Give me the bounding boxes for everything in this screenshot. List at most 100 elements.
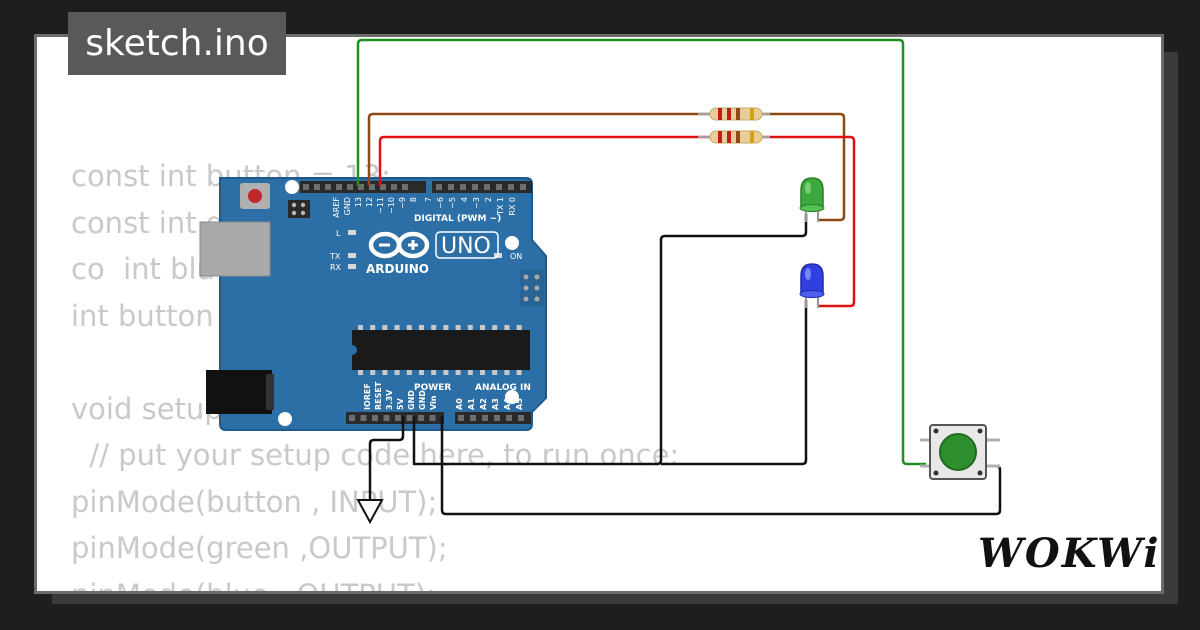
header-pin-hole[interactable] — [349, 415, 355, 421]
mount-hole-3 — [505, 390, 519, 404]
led-green[interactable] — [799, 177, 825, 222]
wire-red-pin11-to-resistor[interactable] — [378, 135, 710, 186]
digital-pin-label: 8 — [409, 197, 418, 202]
led-blue[interactable] — [799, 263, 825, 308]
header-pin-hole[interactable] — [347, 184, 353, 190]
power-analog-pin-label: 3.3V — [385, 389, 394, 410]
wire-black-blue-led-cathode[interactable] — [661, 300, 808, 466]
header-pin-hole[interactable] — [406, 415, 413, 421]
header-pin-hole[interactable] — [482, 415, 488, 421]
chip-pin — [358, 325, 363, 330]
header-pin-hole[interactable] — [460, 184, 466, 190]
header-pin-hole[interactable] — [520, 184, 526, 190]
chip-pin — [467, 370, 473, 375]
header-pin-hole[interactable] — [494, 415, 500, 421]
wire-red-resistor-to-blue-led[interactable] — [762, 135, 856, 308]
chip-pin — [382, 325, 388, 330]
chip-pin — [406, 325, 412, 330]
chip-pin — [492, 370, 498, 375]
header-pin-hole[interactable] — [325, 184, 331, 190]
header-pin-hole[interactable] — [508, 184, 514, 190]
power-analog-pin-label: GND — [418, 390, 427, 410]
chip-pin — [370, 370, 376, 375]
digital-pin-label: ~5 — [448, 197, 457, 209]
frame-shadow-bottom — [52, 594, 1178, 604]
resistor-2[interactable] — [698, 130, 770, 144]
digital-pin-label: GND — [343, 197, 352, 215]
header-pin-hole[interactable] — [458, 415, 464, 421]
uno-badge — [435, 231, 499, 259]
header-pin-hole[interactable] — [391, 184, 397, 190]
header-pin-hole[interactable] — [436, 184, 442, 190]
wire-brown-pin12-to-resistor[interactable] — [367, 112, 710, 186]
ground-symbol-icon — [356, 499, 384, 525]
chip-pin — [431, 325, 437, 330]
power-analog-pin-label: Vin — [429, 395, 438, 410]
wire-green-pin13-to-button[interactable] — [356, 38, 926, 466]
digital-pin-holes — [303, 184, 526, 190]
wire-black-green-led-cathode[interactable] — [412, 214, 808, 466]
wire-brown-resistor-to-green-led[interactable] — [762, 112, 846, 222]
header-pin-hole[interactable] — [383, 415, 390, 421]
digital-pin-label: ~9 — [398, 197, 407, 209]
chip-pin — [419, 370, 424, 375]
led-label-rx: RX — [330, 263, 342, 272]
header-pin-hole[interactable] — [484, 184, 490, 190]
pushbutton[interactable] — [920, 424, 1000, 480]
chip-pin — [431, 370, 437, 375]
header-pin-hole[interactable] — [506, 415, 512, 421]
power-analog-pin-holes — [349, 415, 524, 421]
header-pin-hole[interactable] — [303, 184, 309, 190]
power-analog-pin-label: GND — [407, 390, 416, 410]
file-name-tab[interactable]: sketch.ino — [68, 12, 286, 75]
digital-pin-label: 4 — [460, 197, 469, 202]
header-pin-hole[interactable] — [472, 184, 478, 190]
chip-pin — [370, 325, 376, 330]
digital-pin-label: 13 — [354, 197, 363, 207]
chip-pin — [419, 325, 424, 330]
chip-pin — [516, 370, 522, 375]
header-pin-hole[interactable] — [429, 415, 436, 421]
header-pin-hole[interactable] — [395, 415, 401, 421]
header-pin-hole[interactable] — [358, 184, 364, 190]
chip-pin — [455, 370, 461, 375]
header-pin-hole[interactable] — [448, 184, 454, 190]
power-analog-pin-label: A3 — [491, 398, 500, 410]
header-pin-hole[interactable] — [518, 415, 524, 421]
header-pin-hole[interactable] — [402, 184, 408, 190]
digital-pin-label: ~6 — [436, 197, 445, 209]
digital-header-right — [432, 181, 532, 193]
pushbutton-cap[interactable] — [939, 433, 977, 471]
header-pin-hole[interactable] — [372, 415, 378, 421]
header-pin-hole[interactable] — [314, 184, 320, 190]
header-pin-hole[interactable] — [418, 415, 424, 421]
reset-button-cap[interactable] — [248, 189, 262, 203]
chip-pin — [443, 370, 449, 375]
power-analog-pin-label: A0 — [455, 398, 464, 410]
header-pin-hole[interactable] — [360, 415, 367, 421]
power-header-label: POWER — [414, 383, 451, 393]
power-jack — [206, 370, 272, 414]
chip-pin — [480, 325, 485, 330]
wire-black-gnd-to-ground-symbol[interactable] — [368, 416, 405, 500]
arduino-brand-label: ARDUINO — [366, 262, 429, 276]
usb-port — [199, 221, 271, 277]
digital-pin-label: 12 — [365, 197, 374, 207]
header-pin-hole[interactable] — [380, 184, 386, 190]
header-pin-hole[interactable] — [369, 184, 375, 190]
chip-pin — [516, 325, 522, 330]
header-pin-hole[interactable] — [496, 184, 502, 190]
header-pin-hole[interactable] — [470, 415, 476, 421]
resistor-1[interactable] — [698, 107, 770, 121]
digital-pin-label: ~11 — [376, 197, 385, 214]
on-label: ON — [510, 252, 522, 261]
header-pin-hole[interactable] — [336, 184, 342, 190]
power-analog-pin-label: RESET — [374, 381, 383, 410]
chip-notch — [347, 345, 357, 355]
digital-pin-label: 7 — [424, 197, 433, 202]
analog-header-label: ANALOG IN — [475, 383, 531, 393]
